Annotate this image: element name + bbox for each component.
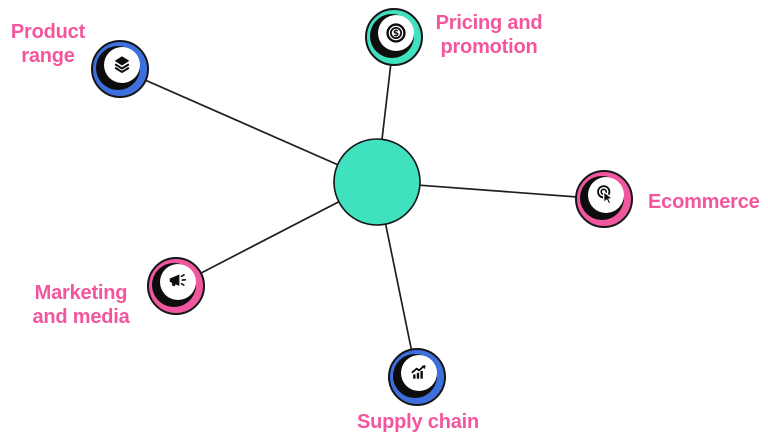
node-product-range[interactable] <box>91 40 149 98</box>
node-ring <box>147 257 205 315</box>
label-marketing-media: Marketing and media <box>32 282 130 328</box>
label-pricing-promotion: Pricing and promotion <box>435 12 543 58</box>
megaphone-icon <box>169 274 186 287</box>
node-icon-disc <box>587 177 624 213</box>
central-hub-circle[interactable] <box>333 138 421 226</box>
node-ring <box>91 40 149 98</box>
coin-dollar-icon: $ <box>385 23 406 43</box>
label-ecommerce: Ecommerce <box>648 191 760 213</box>
label-product-range: Product range <box>10 21 86 67</box>
connector-line-product-range <box>119 68 378 183</box>
node-supply-chain[interactable] <box>388 348 446 406</box>
node-marketing-media[interactable] <box>147 257 205 315</box>
node-ecommerce[interactable] <box>575 170 633 228</box>
node-ring <box>388 348 446 406</box>
node-pricing-promotion[interactable]: $ <box>365 8 423 66</box>
node-ring <box>575 170 633 228</box>
label-supply-chain: Supply chain <box>356 411 480 433</box>
node-ring: $ <box>365 8 423 66</box>
node-icon-disc: $ <box>377 15 414 51</box>
svg-text:$: $ <box>392 29 398 39</box>
node-icon-disc <box>103 47 140 83</box>
node-icon-disc <box>400 355 437 391</box>
layers-icon <box>114 56 129 74</box>
cursor-click-icon <box>596 185 613 205</box>
bar-chart-growth-icon <box>410 365 426 379</box>
node-icon-disc <box>159 264 196 300</box>
